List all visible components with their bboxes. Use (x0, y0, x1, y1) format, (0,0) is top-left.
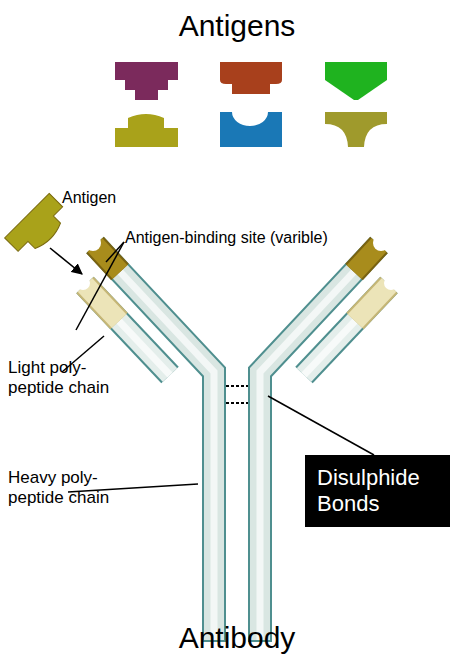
antigen-shape (115, 62, 178, 100)
antigen-shape (115, 114, 178, 147)
leader-line (268, 396, 374, 455)
left-chain-pair (76, 235, 214, 642)
right-chain-pair (260, 235, 398, 642)
antigen-shape (325, 62, 387, 100)
part-label: Heavy poly-peptide chain (8, 468, 118, 509)
disulphide-bond (226, 385, 248, 387)
antigen-shape (325, 112, 387, 147)
binding-arrow (50, 248, 82, 274)
part-label: Antigen-binding site (varible) (125, 228, 375, 247)
antigen-shape (220, 112, 282, 147)
part-label: Antibody (0, 620, 474, 656)
callout-box: Disulphide Bonds (305, 455, 450, 527)
callout-text: Disulphide Bonds (317, 465, 440, 518)
part-label: Antigens (0, 8, 474, 44)
antigen-shape (220, 62, 282, 94)
part-label: Antigen (62, 188, 152, 207)
part-label: Light poly-peptide chain (8, 358, 118, 399)
leader-line (76, 242, 124, 330)
disulphide-bond (226, 402, 248, 404)
